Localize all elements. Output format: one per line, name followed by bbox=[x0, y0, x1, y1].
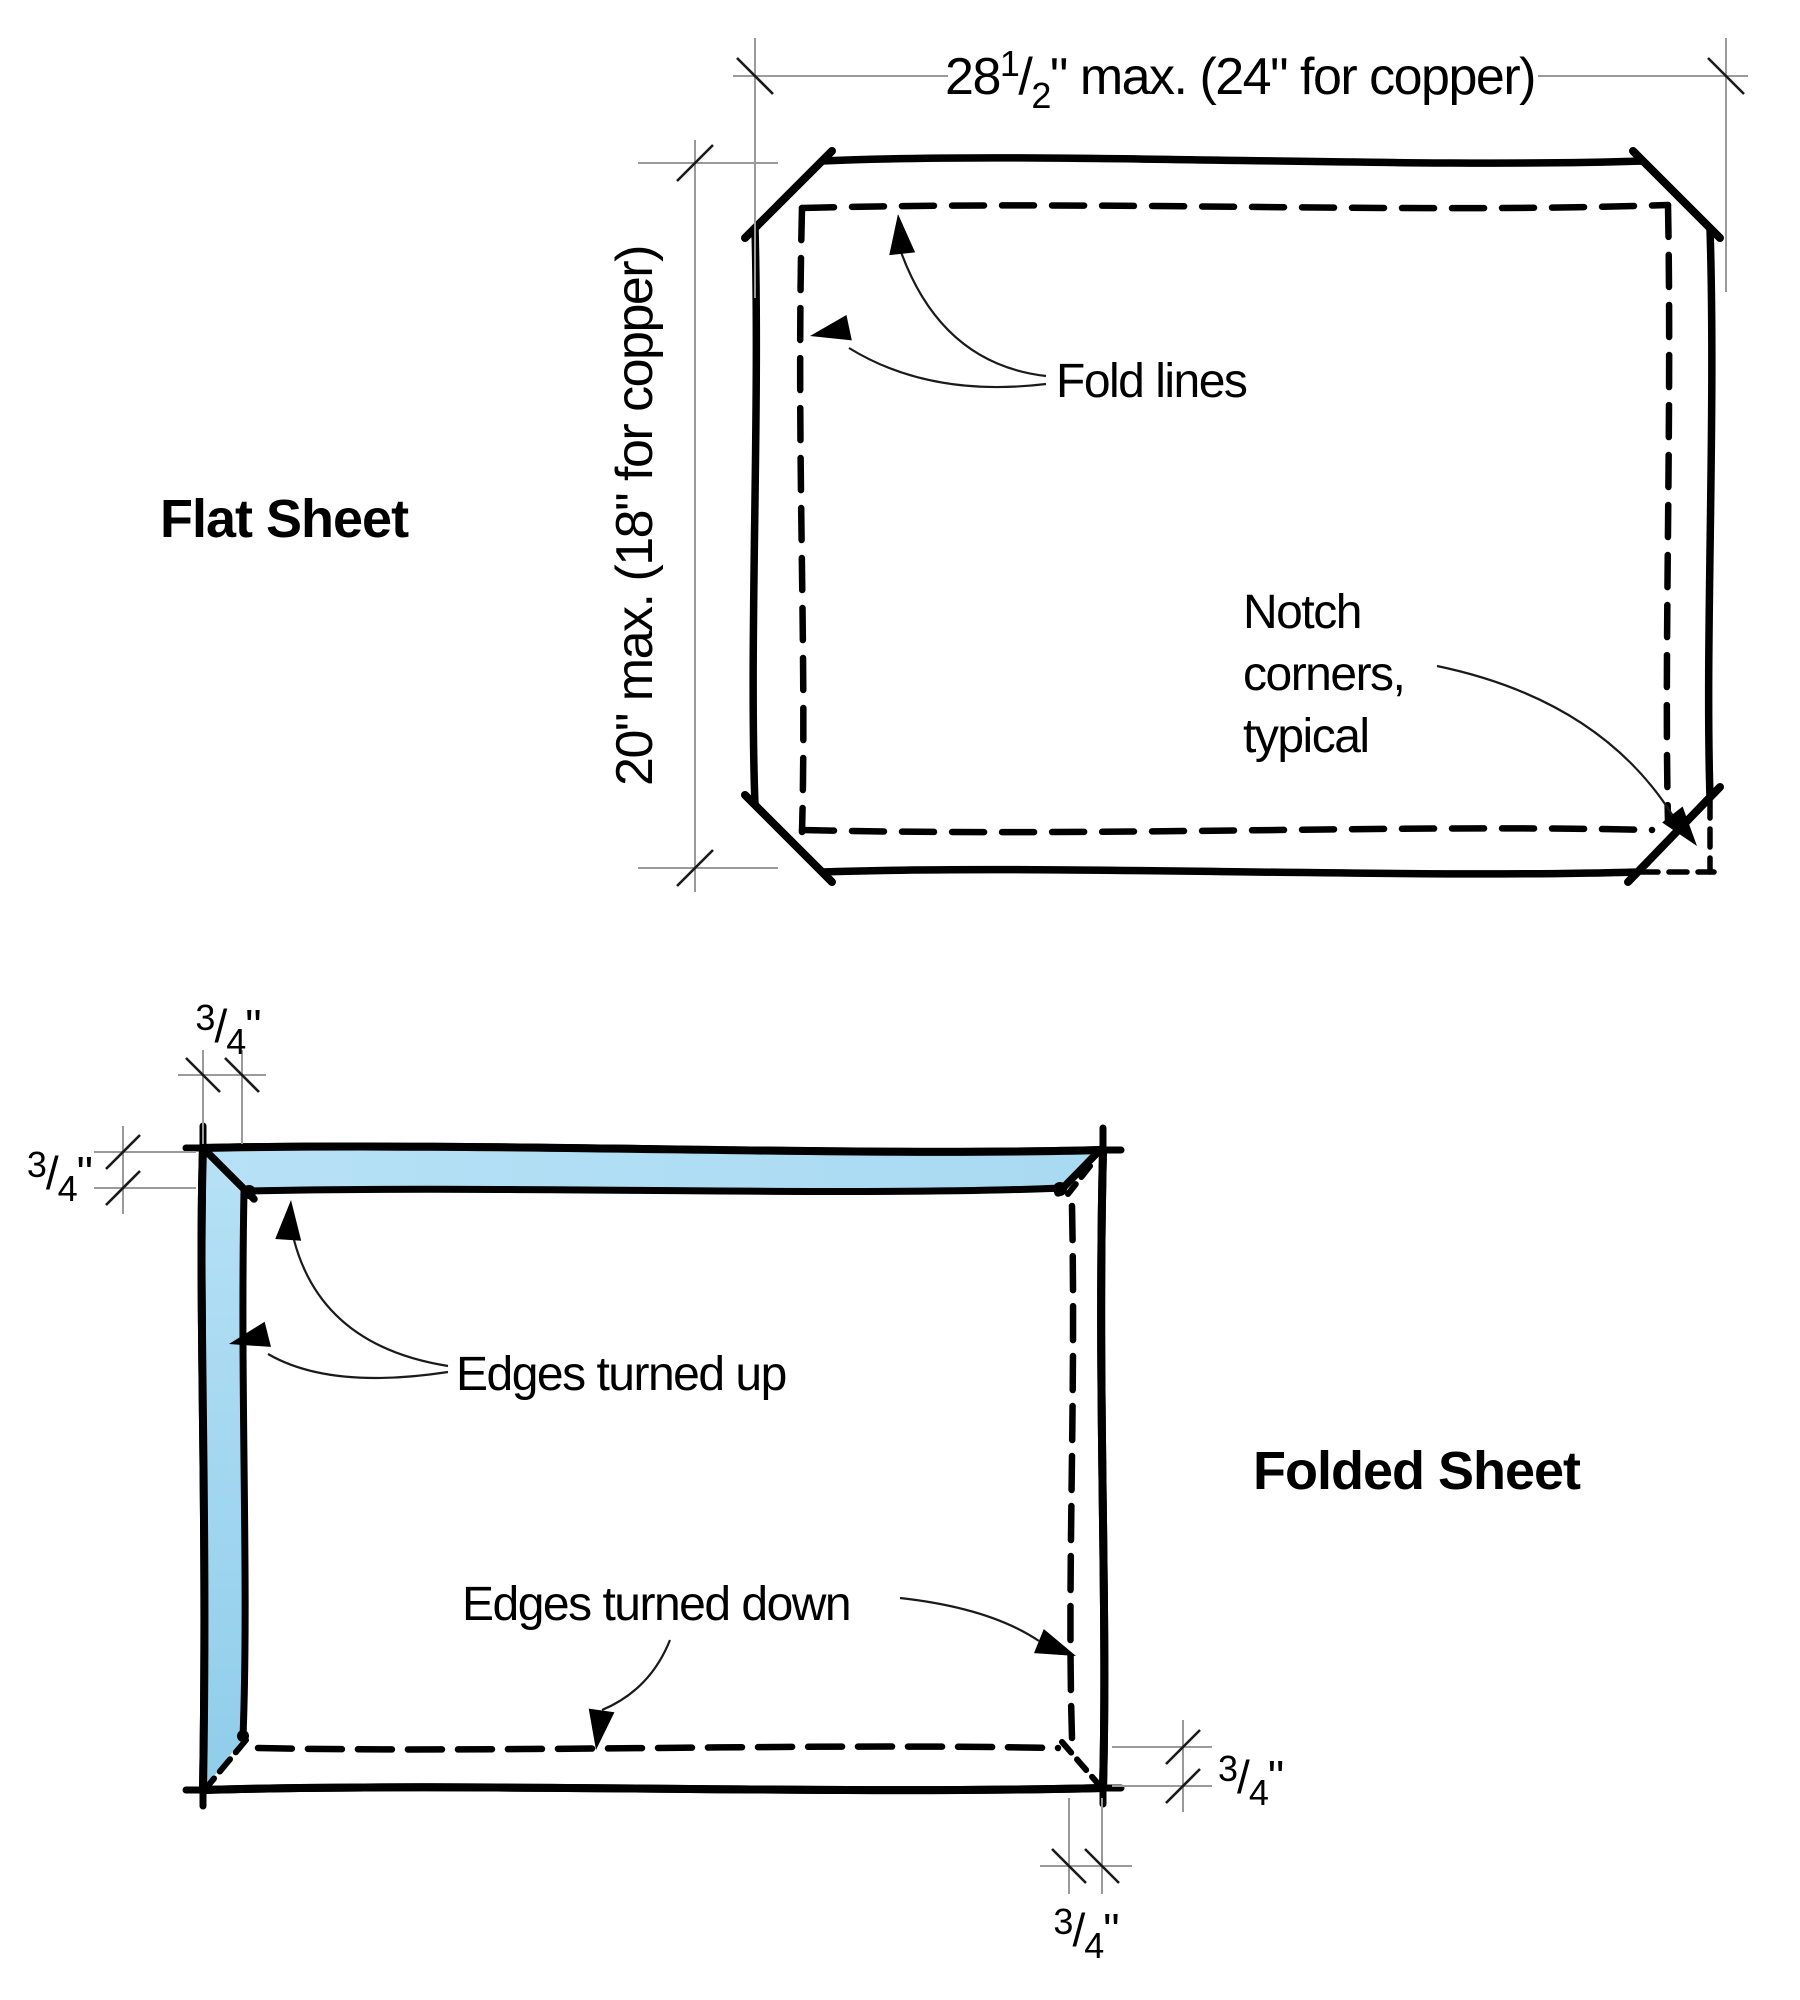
edges-turned-up-label: Edges turned up bbox=[456, 1348, 786, 1401]
edges-up-leader-left bbox=[267, 1353, 449, 1380]
flat-sheet-shape bbox=[749, 154, 1716, 878]
dimB-label: 3/4" bbox=[27, 1144, 92, 1209]
edges-up-leader-top bbox=[292, 1239, 449, 1368]
dimC-tick-top bbox=[1165, 1729, 1201, 1765]
folded-sheet-title: Folded Sheet bbox=[1253, 1441, 1581, 1501]
fold-line-top bbox=[798, 201, 1672, 212]
fold-lines-leader-left bbox=[848, 347, 1047, 389]
corner-overshoot-bottom-left bbox=[182, 1770, 225, 1810]
edges-down-leader-right bbox=[899, 1596, 1040, 1642]
fold-line-bottom bbox=[798, 825, 1656, 836]
notch-corners-label-line3: typical bbox=[1243, 710, 1369, 763]
fold-lines-arrowhead-top bbox=[885, 212, 916, 256]
width-dimension-label: 281/2" max. (24" for copper) bbox=[945, 43, 1535, 116]
edges-up-arrowhead-top bbox=[275, 1199, 304, 1241]
dimB-tick-top bbox=[105, 1134, 141, 1170]
dimA-tick-right bbox=[224, 1057, 260, 1093]
notch-diagonal-top-right bbox=[1629, 147, 1724, 242]
flange-strip-left bbox=[206, 1151, 245, 1787]
notch-corners-label-line1: Notch bbox=[1243, 586, 1361, 639]
dimD-label: 3/4" bbox=[1053, 1901, 1118, 1966]
corner-fold-diagonal-top-right bbox=[1054, 1145, 1105, 1197]
height-dimension-label: 20" max. (18" for copper) bbox=[606, 246, 664, 786]
fold-lines-label: Fold lines bbox=[1056, 355, 1247, 408]
corner-fold-dashed-bottom-left bbox=[204, 1737, 249, 1790]
hidden-fold-bottom bbox=[254, 1743, 1062, 1753]
hidden-fold-right bbox=[1067, 1202, 1077, 1742]
dimD-tick-left bbox=[1051, 1848, 1087, 1884]
height-dim-tick-top bbox=[676, 144, 714, 182]
notch-diagonal-bottom-right bbox=[1624, 783, 1724, 886]
folded-sheet-outline bbox=[197, 1142, 1109, 1795]
dimA-label: 3/4" bbox=[195, 997, 260, 1062]
edges-down-leader-bottom bbox=[601, 1639, 672, 1712]
width-dim-tick-left bbox=[736, 57, 774, 95]
dimD-tick-right bbox=[1084, 1848, 1120, 1884]
flat-sheet-diagram: 281/2" max. (24" for copper) 20" max. (1… bbox=[160, 38, 1748, 892]
dimA-tick-left bbox=[185, 1057, 221, 1093]
flat-sheet-title: Flat Sheet bbox=[160, 489, 409, 549]
edges-turned-down-label: Edges turned down bbox=[462, 1578, 850, 1631]
fold-lines-arrowhead-left bbox=[807, 314, 852, 349]
notch-corners-leader bbox=[1436, 664, 1674, 817]
fold-line-right bbox=[1663, 201, 1673, 826]
corner-fold-dashed-top-right bbox=[1065, 1163, 1093, 1197]
inner-fold-top bbox=[243, 1184, 1066, 1195]
height-dim-tick-bottom bbox=[676, 849, 714, 887]
corner-fold-diagonal-top-left bbox=[202, 1147, 258, 1203]
fold-lines-leader-top bbox=[899, 251, 1047, 378]
notch-corners-label-line2: corners, bbox=[1243, 648, 1404, 701]
folded-sheet-diagram: 3/4" 3/4" 3/4" 3/4" Edges turned up Edge… bbox=[27, 997, 1582, 1966]
dimC-label: 3/4" bbox=[1218, 1748, 1283, 1813]
notch-diagonal-bottom-left bbox=[741, 791, 836, 886]
folded-sheet-shape bbox=[197, 1142, 1109, 1795]
width-dim-tick-right bbox=[1707, 57, 1745, 95]
inner-fold-left bbox=[239, 1187, 249, 1741]
dimC-tick-bottom bbox=[1165, 1768, 1201, 1804]
dimB-tick-bottom bbox=[105, 1170, 141, 1206]
notch-diagonal-top-left bbox=[741, 147, 836, 242]
flange-strip-top bbox=[206, 1149, 1100, 1190]
corner-fold-dashed-bottom-right bbox=[1059, 1739, 1103, 1789]
fold-line-left bbox=[796, 204, 807, 836]
